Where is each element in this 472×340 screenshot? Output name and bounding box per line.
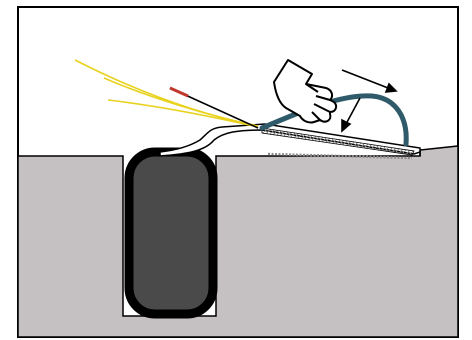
membrane-sheet — [159, 123, 421, 157]
fiber-strand-2 — [103, 77, 259, 127]
cord-arc — [259, 93, 409, 147]
rounded-pod — [124, 147, 218, 319]
arrow-icon — [341, 69, 398, 133]
stitch-line — [267, 152, 413, 160]
ground-surface — [17, 145, 459, 338]
wire-tip — [169, 86, 189, 98]
hand-icon — [273, 59, 338, 124]
fiber-strand-3 — [107, 99, 259, 128]
hatched-strip — [261, 127, 415, 156]
